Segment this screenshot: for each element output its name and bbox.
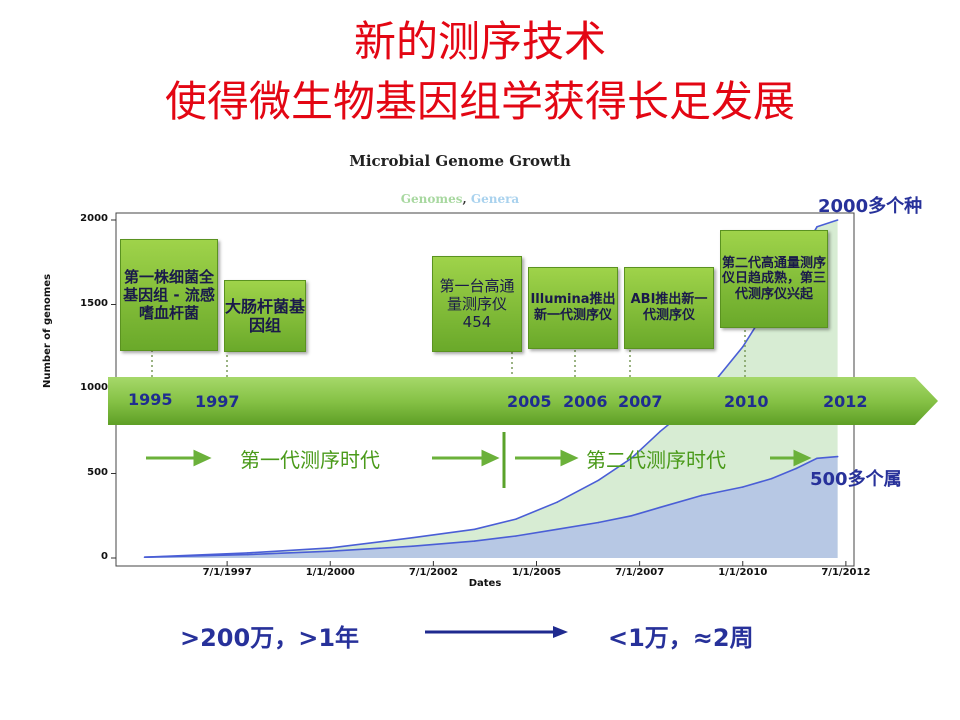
x-tick-label: 7/1/2007 [615,567,665,578]
genera-data-point [411,545,414,547]
genomes-data-point [329,547,332,549]
genera-data-point [741,486,744,488]
genera-points [143,455,839,558]
year-2010: 2010 [724,392,769,411]
genera-callout: 500多个属 [810,469,902,490]
year-2006: 2006 [563,392,608,411]
genomes-data-point [597,479,600,482]
era-arrows [146,449,812,467]
x-tick-label: 7/1/2002 [408,567,458,578]
chart-legend: Genomes, Genera [300,192,620,206]
x-axis-ticks [226,561,847,566]
y-tick-label: 500 [87,466,108,478]
slide-title-line1: 新的测序技术 [353,17,606,66]
y-tick-label: 0 [101,551,108,562]
genera-line [144,455,838,558]
year-1997: 1997 [195,392,240,411]
chart-title: Microbial Genome Growth [349,152,571,170]
genera-data-point [597,521,600,524]
genera-data-point [246,553,249,556]
x-axis-label: Dates [468,578,502,589]
genomes-data-point [659,430,662,433]
year-2012: 2012 [823,392,868,411]
x-tick-label: 1/1/2010 [718,567,768,578]
event-box-1995: 第一株细菌全基因组 - 流感嗜血杆菌 [120,239,218,351]
genomes-data-point [411,536,414,539]
genera-data-point [816,457,818,460]
event-box-2007: ABI推出新一代测序仪 [624,267,714,349]
genomes-area [144,220,838,558]
leader-lines [151,330,746,377]
year-1995: 1995 [128,390,173,409]
y-tick-label: 1000 [80,382,108,393]
genomes-data-point [473,528,476,531]
legend-separator: , [462,192,471,206]
x-tick-label: 1/1/2000 [305,567,355,578]
genomes-data-point [515,518,517,520]
genera-data-point [515,535,517,537]
genera-data-point [795,467,798,470]
y-tick-label: 1500 [80,297,108,309]
event-box-2005: 第一台高通量测序仪454 [432,256,522,352]
genomes-data-point [836,219,839,221]
event-box-1997: 大肠杆菌基因组 [224,280,306,352]
year-2005: 2005 [507,392,552,411]
y-tick-label: 2000 [80,213,108,224]
event-box-2006: Illumina推出新一代测序仪 [528,267,618,349]
year-2007: 2007 [618,392,663,411]
era-second-generation: 第二代测序时代 [586,448,726,472]
genomes-data-point [246,552,249,554]
comparison-after: <1万，≈2周 [608,624,754,652]
x-tick-label: 7/1/1997 [202,567,252,578]
genera-data-point [659,506,662,509]
genera-data-point [329,550,332,553]
legend-genera: Genera [470,192,520,206]
genera-data-point [556,528,558,531]
species-callout: 2000多个种 [818,196,923,217]
genera-data-point [836,455,839,458]
genera-data-point [700,494,703,497]
genomes-data-point [630,457,633,460]
event-box-2010: 第二代高通量测序仪日趋成熟，第三代测序仪兴起 [720,230,828,328]
comparison-before: >200万，>1年 [180,624,360,652]
x-tick-label: 7/1/2012 [821,567,871,578]
genomes-data-point [816,225,818,228]
comparison-arrow [425,626,568,638]
genomes-data-point [741,345,744,348]
slide-title-line2: 使得微生物基因组学获得长足发展 [164,77,795,126]
genera-data-point [630,514,633,517]
genomes-data-point [556,501,558,504]
genera-data-point [473,540,476,542]
legend-genomes: Genomes [400,192,463,206]
genera-area [144,456,838,558]
era-first-generation: 第一代测序时代 [240,448,380,472]
genera-data-point [770,477,773,480]
genera-data-point [143,556,146,558]
timeline-arrow [108,377,938,425]
x-tick-label: 1/1/2005 [511,567,562,578]
